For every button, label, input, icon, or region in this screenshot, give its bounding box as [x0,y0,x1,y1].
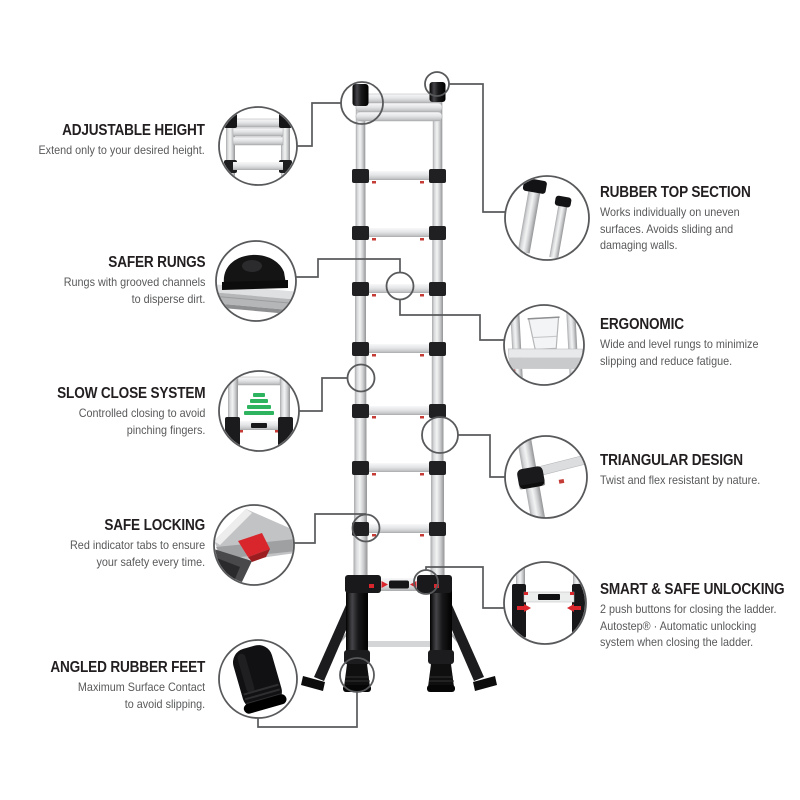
feature-callout-smart-safe-unlocking: SMART & SAFE UNLOCKING 2 push buttons fo… [600,581,800,651]
unlock-arrow-left [381,581,388,588]
safer-rungs-icon [217,254,295,315]
marker-smart-safe-unlocking [413,569,439,595]
marker-safer-rungs-ergonomic [385,271,415,301]
connector-safe-locking [294,513,366,544]
connector-slow-close-system [299,377,347,412]
feature-callout-ergonomic: ERGONOMIC Wide and level rungs to minimi… [600,316,776,369]
rung-row [352,404,446,419]
feature-desc: Wide and level rungs to minimize slippin… [600,337,759,368]
rubber-top-cap-right [429,82,446,102]
connector-triangular-design [458,434,505,478]
feature-title: ADJUSTABLE HEIGHT [62,122,205,139]
feature-desc: Rungs with grooved channels to disperse … [63,275,205,306]
feature-title: SAFER RUNGS [107,254,205,271]
thumbnail-rubber-top-section [504,175,590,261]
feature-title: SAFE LOCKING [104,517,205,534]
rubber-top-cap-left [352,84,369,106]
angled-rubber-feet-icon [232,645,287,714]
rung-row [352,169,446,184]
rung-row [352,282,446,297]
feature-desc: Controlled closing to avoid pinching fin… [78,406,205,437]
feature-callout-triangular-design: TRIANGULAR DESIGN Twist and flex resista… [600,452,778,489]
feature-desc: Extend only to your desired height. [38,143,205,157]
callout-markers [339,71,459,693]
triangular-design-icon [517,438,586,517]
ladder-illustration [301,82,497,692]
connector-rubber-top-section [449,83,505,213]
marker-slow-close-system [346,363,376,393]
feature-callout-adjustable-height: ADJUSTABLE HEIGHT Extend only to your de… [20,122,205,159]
feature-desc: Twist and flex resistant by nature. [600,473,761,487]
thumbnail-safer-rungs [215,240,297,322]
feature-desc: Red indicator tabs to ensure your safety… [69,538,205,569]
feature-desc: Works individually on uneven surfaces. A… [600,205,740,252]
connector-adjustable-height [297,102,341,147]
rung-row [352,461,446,476]
feature-callout-angled-rubber-feet: ANGLED RUBBER FEET Maximum Surface Conta… [23,659,205,712]
connector-angled-rubber-feet [257,692,358,728]
connector-safer-rungs [296,258,401,278]
marker-triangular-design [421,416,459,454]
marker-safe-locking [351,513,381,543]
rung-row [352,522,446,537]
thumbnail-adjustable-height [218,106,298,186]
ladder-top-collapsed-tubes [355,93,443,122]
ladder-feet [343,664,455,692]
feature-title: ANGLED RUBBER FEET [50,659,205,676]
rubber-top-section-icon [517,177,572,259]
thumbnail-triangular-design [504,435,588,519]
unlock-housing-left [345,575,381,593]
feature-title: ERGONOMIC [600,316,684,333]
thumbnail-safe-locking [213,504,295,586]
thumbnail-ergonomic [503,304,585,386]
feature-title: TRIANGULAR DESIGN [600,452,743,469]
marker-adjustable-height [340,81,384,125]
marker-rubber-top-section [424,71,450,97]
safe-locking-icon [215,509,293,584]
ladder-rungs [352,169,446,537]
rung-row [352,226,446,241]
ladder-bottom-thin-rung [367,641,431,647]
feature-desc: 2 push buttons for closing the ladder. A… [600,602,777,649]
feature-callout-slow-close-system: SLOW CLOSE SYSTEM Controlled closing to … [31,385,205,438]
ergonomic-icon [507,306,583,384]
thumbnail-smart-safe-unlocking [503,561,587,645]
feature-desc: Maximum Surface Contact to avoid slippin… [77,680,205,711]
push-arrows [517,604,581,612]
thumbnail-slow-close-system [218,370,300,452]
ladder-bottom-tubes [344,575,454,666]
thumbnail-angled-rubber-feet [218,639,298,719]
feature-title: RUBBER TOP SECTION [600,184,751,201]
connector-ergonomic [399,300,504,341]
callout-connectors [257,83,505,728]
feature-title: SMART & SAFE UNLOCKING [600,581,785,598]
connector-smart-safe-unlocking [425,566,504,609]
feature-title: SLOW CLOSE SYSTEM [56,385,205,402]
brand-plate [389,580,409,589]
adjustable-height-icon [224,112,292,176]
feature-callout-rubber-top-section: RUBBER TOP SECTION Works individually on… [600,184,777,254]
rung-row [352,342,446,357]
marker-angled-rubber-feet [339,657,375,693]
feature-callout-safe-locking: SAFE LOCKING Red indicator tabs to ensur… [55,517,205,570]
feature-callout-safer-rungs: SAFER RUNGS Rungs with grooved channels … [48,254,205,307]
